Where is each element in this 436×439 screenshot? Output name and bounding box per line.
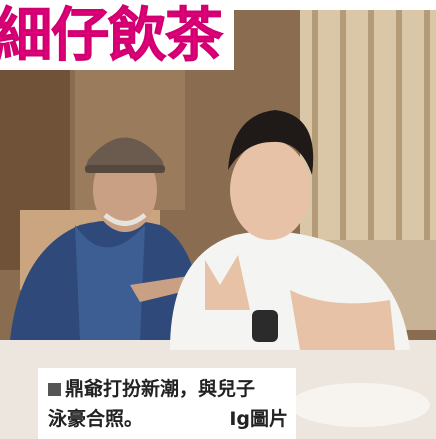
headline-text: 細仔飲茶 [0,1,224,69]
headline: 細仔飲茶 [0,0,235,70]
flat-cap [85,137,165,170]
elderly-man [10,137,205,340]
denim-shirt [75,225,145,340]
caption-line-1: 鼎爺打扮新潮，與兒子 [48,374,288,404]
smart-watch [252,310,278,342]
plate [290,383,430,427]
cap-brim [85,165,165,173]
caption-text-1: 鼎爺打扮新潮，與兒子 [65,378,256,400]
caption-line-2: 泳豪合照。 Ig圖片 [48,404,288,434]
pointing-hand [130,275,198,302]
caption-text-2: 泳豪合照。 [48,408,144,430]
young-man [170,110,410,350]
young-face [230,140,310,240]
arm [290,290,395,350]
young-hair [228,110,314,175]
window-slats [312,10,430,310]
photo-caption: 鼎爺打扮新潮，與兒子 泳豪合照。 Ig圖片 [38,368,296,439]
photo-credit: Ig圖片 [229,408,288,430]
black-square-icon [48,382,61,396]
moustache [103,213,147,226]
peace-sign-hand [205,255,250,310]
